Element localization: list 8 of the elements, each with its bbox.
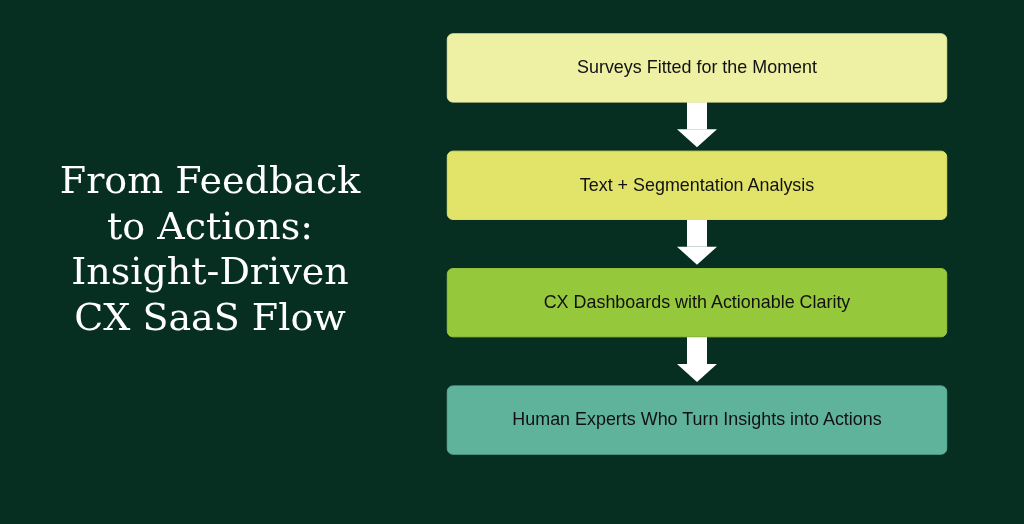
arrow [677,336,717,383]
process-box: Text + Segmentation Analysis [446,150,948,220]
arrow [677,102,717,148]
title: From Feedback to Actions: Insight-Driven CX SaaS Flow [58,158,362,341]
process-box: CX Dashboards with Actionable Clarity [446,268,948,338]
process-box: Human Experts Who Turn Insights into Actions [446,385,948,455]
process-box: Surveys Fitted for the Moment [446,33,948,103]
arrow [677,219,717,265]
